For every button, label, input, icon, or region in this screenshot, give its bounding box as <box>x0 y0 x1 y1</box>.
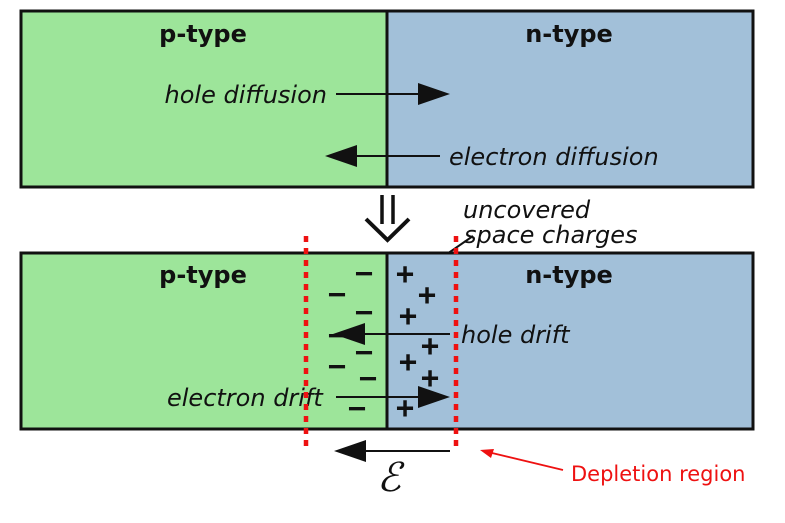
hole-diffusion-arrow <box>336 83 450 105</box>
electron-drift-label: electron drift <box>167 384 324 412</box>
p-type-region <box>21 11 387 187</box>
positive-charge: + <box>418 278 436 313</box>
hole-drift-label: hole drift <box>461 321 571 349</box>
positive-charge: + <box>399 299 417 334</box>
hole-diffusion-label: hole diffusion <box>165 81 327 109</box>
negative-charge: − <box>355 256 373 291</box>
negative-charge: − <box>328 277 346 312</box>
positive-charge: + <box>399 345 417 380</box>
p-type-region <box>21 253 387 429</box>
depletion-region-pointer <box>480 449 564 471</box>
negative-charge: − <box>355 335 373 370</box>
depletion-region-label: Depletion region <box>571 462 746 486</box>
down-arrow-icon <box>364 195 411 243</box>
positive-charge: + <box>421 329 439 364</box>
negative-charge: − <box>355 295 373 330</box>
hole-drift-arrow <box>333 323 450 345</box>
negative-charge: − <box>328 349 346 384</box>
n-type-region <box>387 253 753 429</box>
p-type-label: p-type <box>159 261 247 289</box>
electron-diffusion-label: electron diffusion <box>449 143 659 171</box>
negative-charge: − <box>359 361 377 396</box>
n-type-label: n-type <box>525 20 613 48</box>
electric-field-arrow <box>334 440 450 462</box>
bottom-panel: p-type n-type − − − − − − − − + + + + + … <box>19 251 755 431</box>
electric-field-symbol: ℰ <box>377 455 405 501</box>
space-charges-label-line1: uncovered <box>463 196 591 224</box>
positive-charge: + <box>396 391 414 426</box>
positive-charge: + <box>396 257 414 292</box>
negative-charge: − <box>348 391 366 426</box>
positive-space-charges: + + + + + + + <box>396 257 439 426</box>
space-charges-label-line2: space charges <box>464 221 638 249</box>
n-type-region <box>387 11 753 187</box>
positive-charge: + <box>421 361 439 396</box>
electron-diffusion-arrow <box>325 145 440 167</box>
p-type-label: p-type <box>159 20 247 48</box>
negative-charge: − <box>328 318 346 353</box>
top-panel: p-type n-type hole diffusion electron di… <box>19 9 755 189</box>
n-type-label: n-type <box>525 261 613 289</box>
electron-drift-arrow <box>336 386 450 408</box>
negative-space-charges: − − − − − − − − <box>328 256 377 426</box>
